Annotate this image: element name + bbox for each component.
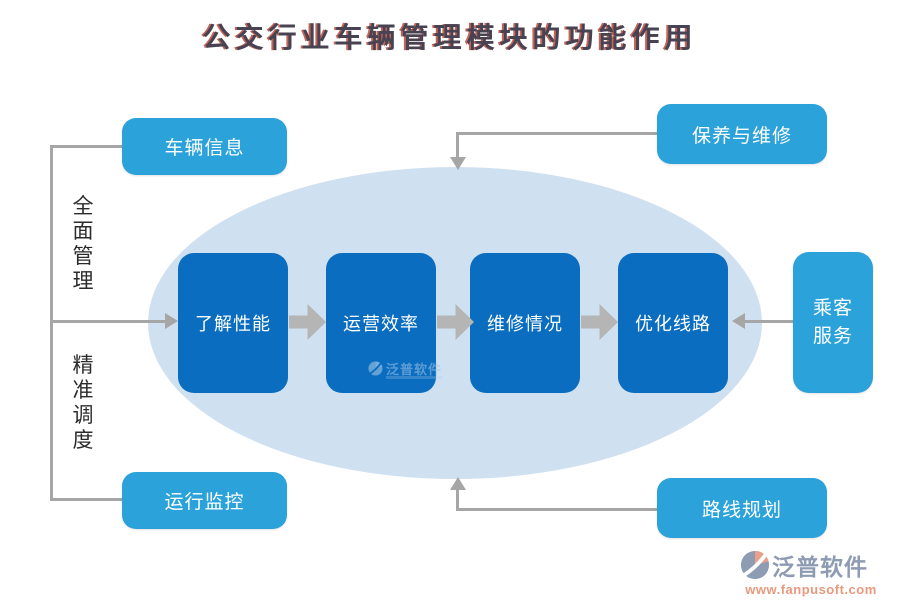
flow-step-label: 运营效率 bbox=[343, 314, 419, 334]
box-route-planning-label: 路线规划 bbox=[701, 499, 782, 521]
arrowhead-left-icon bbox=[732, 313, 745, 329]
box-operation-monitor: 运行监控 bbox=[122, 472, 287, 529]
connector-route-planning-rise-line bbox=[456, 489, 459, 511]
connector-maintenance-drop-line bbox=[456, 132, 459, 160]
box-maintenance-label: 保养与维修 bbox=[691, 125, 792, 147]
brand-logo: 泛普软件 www.fanpusoft.com bbox=[740, 548, 882, 597]
watermark-brand: 泛普软件 bbox=[386, 362, 443, 377]
box-vehicle-info-label: 车辆信息 bbox=[164, 138, 245, 159]
box-passenger-service: 乘客服务 bbox=[793, 252, 873, 393]
flow-step-understand-performance: 了解性能 bbox=[178, 253, 288, 393]
center-watermark: 泛普软件 bbox=[368, 359, 443, 379]
diagram-title: 公交行业车辆管理模块的功能作用 bbox=[202, 23, 698, 54]
connector-left-vertical-line bbox=[50, 145, 53, 501]
box-operation-monitor-label: 运行监控 bbox=[164, 492, 245, 513]
box-route-planning: 路线规划 bbox=[657, 478, 827, 538]
connector-left-middle-line bbox=[50, 320, 166, 323]
connector-passenger-service-line bbox=[743, 320, 793, 323]
connector-operation-monitor-line bbox=[50, 498, 124, 501]
box-passenger-service-label: 乘客服务 bbox=[812, 297, 853, 347]
label-comprehensive-management: 全面管理 bbox=[72, 194, 94, 293]
label-precise-dispatch: 精准调度 bbox=[72, 353, 94, 452]
flow-step-optimize-route: 优化线路 bbox=[618, 253, 728, 393]
brand-logo-icon bbox=[740, 550, 770, 580]
box-maintenance: 保养与维修 bbox=[657, 104, 827, 164]
brand-name: 泛普软件 bbox=[772, 554, 868, 580]
watermark-subline bbox=[386, 376, 442, 379]
watermark-logo-icon bbox=[368, 361, 383, 376]
flow-step-label: 了解性能 bbox=[195, 314, 271, 334]
arrowhead-into-flow-icon bbox=[165, 313, 178, 329]
connector-route-planning-line bbox=[456, 508, 659, 511]
brand-url: www.fanpusoft.com bbox=[745, 582, 877, 597]
connector-maintenance-line bbox=[456, 132, 659, 135]
connector-vehicle-info-line bbox=[50, 145, 124, 148]
flow-step-label: 优化线路 bbox=[635, 314, 711, 334]
box-vehicle-info: 车辆信息 bbox=[122, 118, 287, 175]
arrowhead-down-icon bbox=[450, 157, 466, 170]
flow-step-repair-status: 维修情况 bbox=[470, 253, 580, 393]
flow-step-label: 维修情况 bbox=[487, 314, 563, 334]
arrowhead-up-icon bbox=[450, 477, 466, 490]
